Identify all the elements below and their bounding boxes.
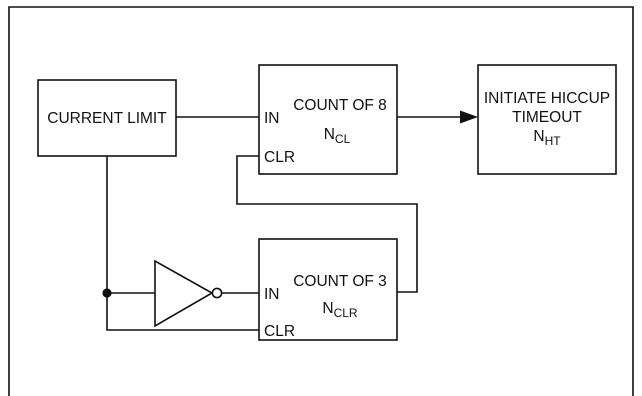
count8-title: COUNT OF 8 xyxy=(293,97,387,114)
wire-count3-out-to-count8-clr xyxy=(236,155,418,293)
current-limit-label: CURRENT LIMIT xyxy=(47,110,167,127)
count-of-3-block xyxy=(258,238,398,341)
inverter-triangle xyxy=(154,259,214,328)
count3-in-pin: IN xyxy=(264,286,280,303)
hiccup-var-sub: HT xyxy=(545,134,562,148)
hiccup-line-1: INITIATE HICCUP xyxy=(484,90,610,107)
count3-var-sub: CLR xyxy=(334,306,358,320)
junction-dot xyxy=(102,288,112,298)
hiccup-var-main: N xyxy=(533,128,544,145)
count8-clr-pin: CLR xyxy=(264,149,295,166)
count8-in-pin: IN xyxy=(264,110,280,127)
count3-variable: NCLR xyxy=(322,300,358,320)
count8-var-sub: CL xyxy=(335,132,351,146)
count3-title: COUNT OF 3 xyxy=(293,273,387,290)
frame-border xyxy=(8,6,634,396)
wire-current-limit-down xyxy=(106,156,259,331)
inverter-bubble xyxy=(211,287,223,299)
hiccup-variable: NHT xyxy=(533,128,561,148)
hiccup-timeout-block xyxy=(477,64,617,175)
count8-variable: NCL xyxy=(324,126,351,146)
count8-var-main: N xyxy=(324,126,335,143)
hiccup-line-2: TIMEOUT xyxy=(512,109,582,126)
count-of-8-block xyxy=(258,64,398,175)
count3-var-main: N xyxy=(322,300,333,317)
arrowhead xyxy=(460,110,478,124)
count3-clr-pin: CLR xyxy=(264,323,295,340)
